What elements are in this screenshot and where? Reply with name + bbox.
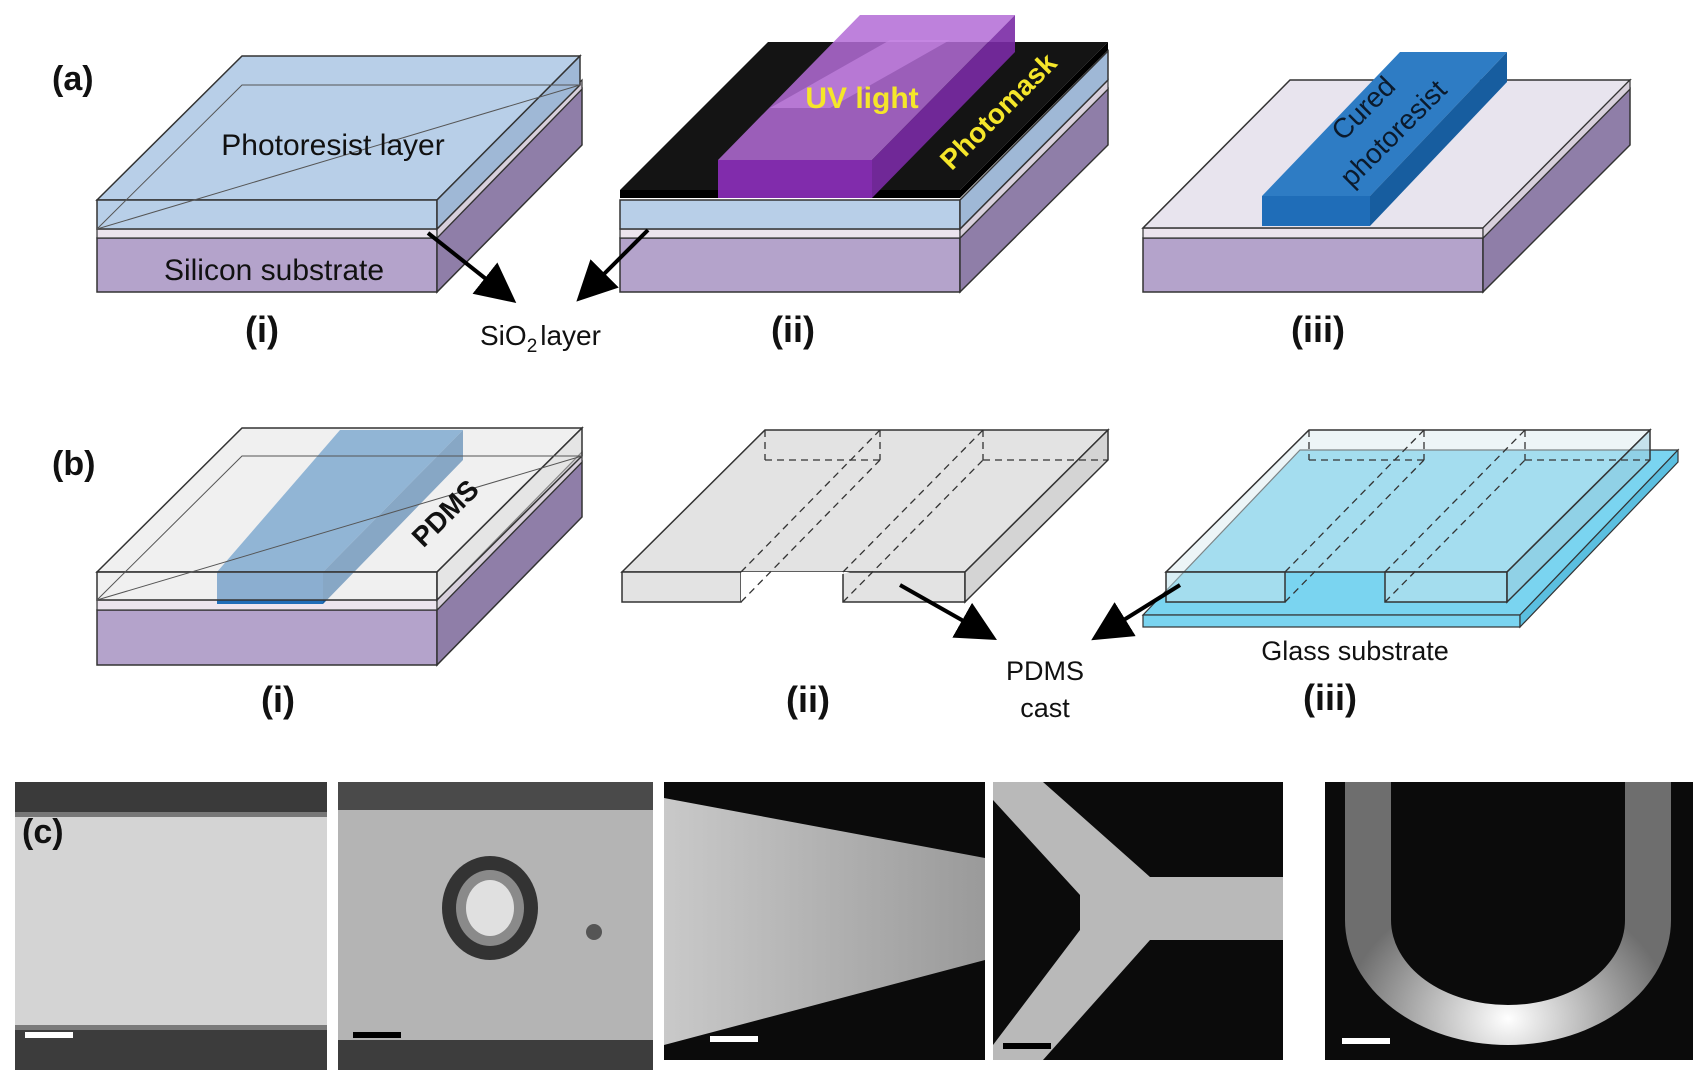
scale-bar [1342,1038,1390,1044]
micrograph-y-junction [993,782,1283,1060]
panel-a-step-iii-diagram: Cured photoresist [1141,52,1632,294]
panel-b-step-ii: (ii) [786,679,830,720]
panel-a-step-iii: (iii) [1291,309,1345,350]
panel-a-step-ii-diagram: UV light Photomask [619,15,1109,294]
pdms-cast-top [620,429,1110,573]
pdms-cast-label-line2: cast [1020,693,1070,723]
panel-a-label: (a) [52,60,94,98]
uv-light-block [718,15,1015,160]
micrograph-tapered-channel [664,782,985,1060]
panel-b-step-i-diagram: PDMS [95,426,584,667]
photoresist-label: Photoresist layer [221,129,444,162]
panel-b: (b) PDMS [52,426,1680,723]
sio2-arrow-left [426,231,517,303]
panel-a: (a) Photoresist layer Silicon substrate [52,15,1632,357]
pdms-cast-arrow-right [1091,583,1182,641]
scale-bar [1003,1043,1051,1049]
cured-photoresist-top [1262,52,1507,196]
photoresist-front [96,199,438,230]
channel-dashes [740,429,1108,603]
panel-a-step-ii: (ii) [771,309,815,350]
glass-substrate-label: Glass substrate [1261,636,1449,666]
scale-bar [25,1032,73,1038]
panel-c: (c) [15,782,1693,1070]
panel-b-step-i: (i) [261,679,295,720]
panel-b-label: (b) [52,445,95,483]
uv-light-label: UV light [805,82,918,115]
scale-bar [710,1036,758,1042]
sio2-arrow-right [576,228,650,302]
panel-c-label: (c) [22,813,64,851]
panel-b-step-iii-diagram: Glass substrate [1141,428,1680,666]
panel-b-step-ii-diagram [620,428,1110,604]
micrograph-particle [338,782,653,1070]
scale-bar [353,1032,401,1038]
panel-a-step-i-diagram: Photoresist layer Silicon substrate [95,54,583,294]
sio2-layer [96,228,438,239]
panel-b-step-iii: (iii) [1303,677,1357,718]
pdms-cast-label-line1: PDMS [1006,656,1084,686]
silicon-label: Silicon substrate [164,254,384,287]
pdms-cast-arrow-left [899,583,997,640]
panel-a-step-i: (i) [245,309,279,350]
micrograph-straight-channel [15,782,327,1070]
micrograph-u-bend [1325,782,1693,1060]
